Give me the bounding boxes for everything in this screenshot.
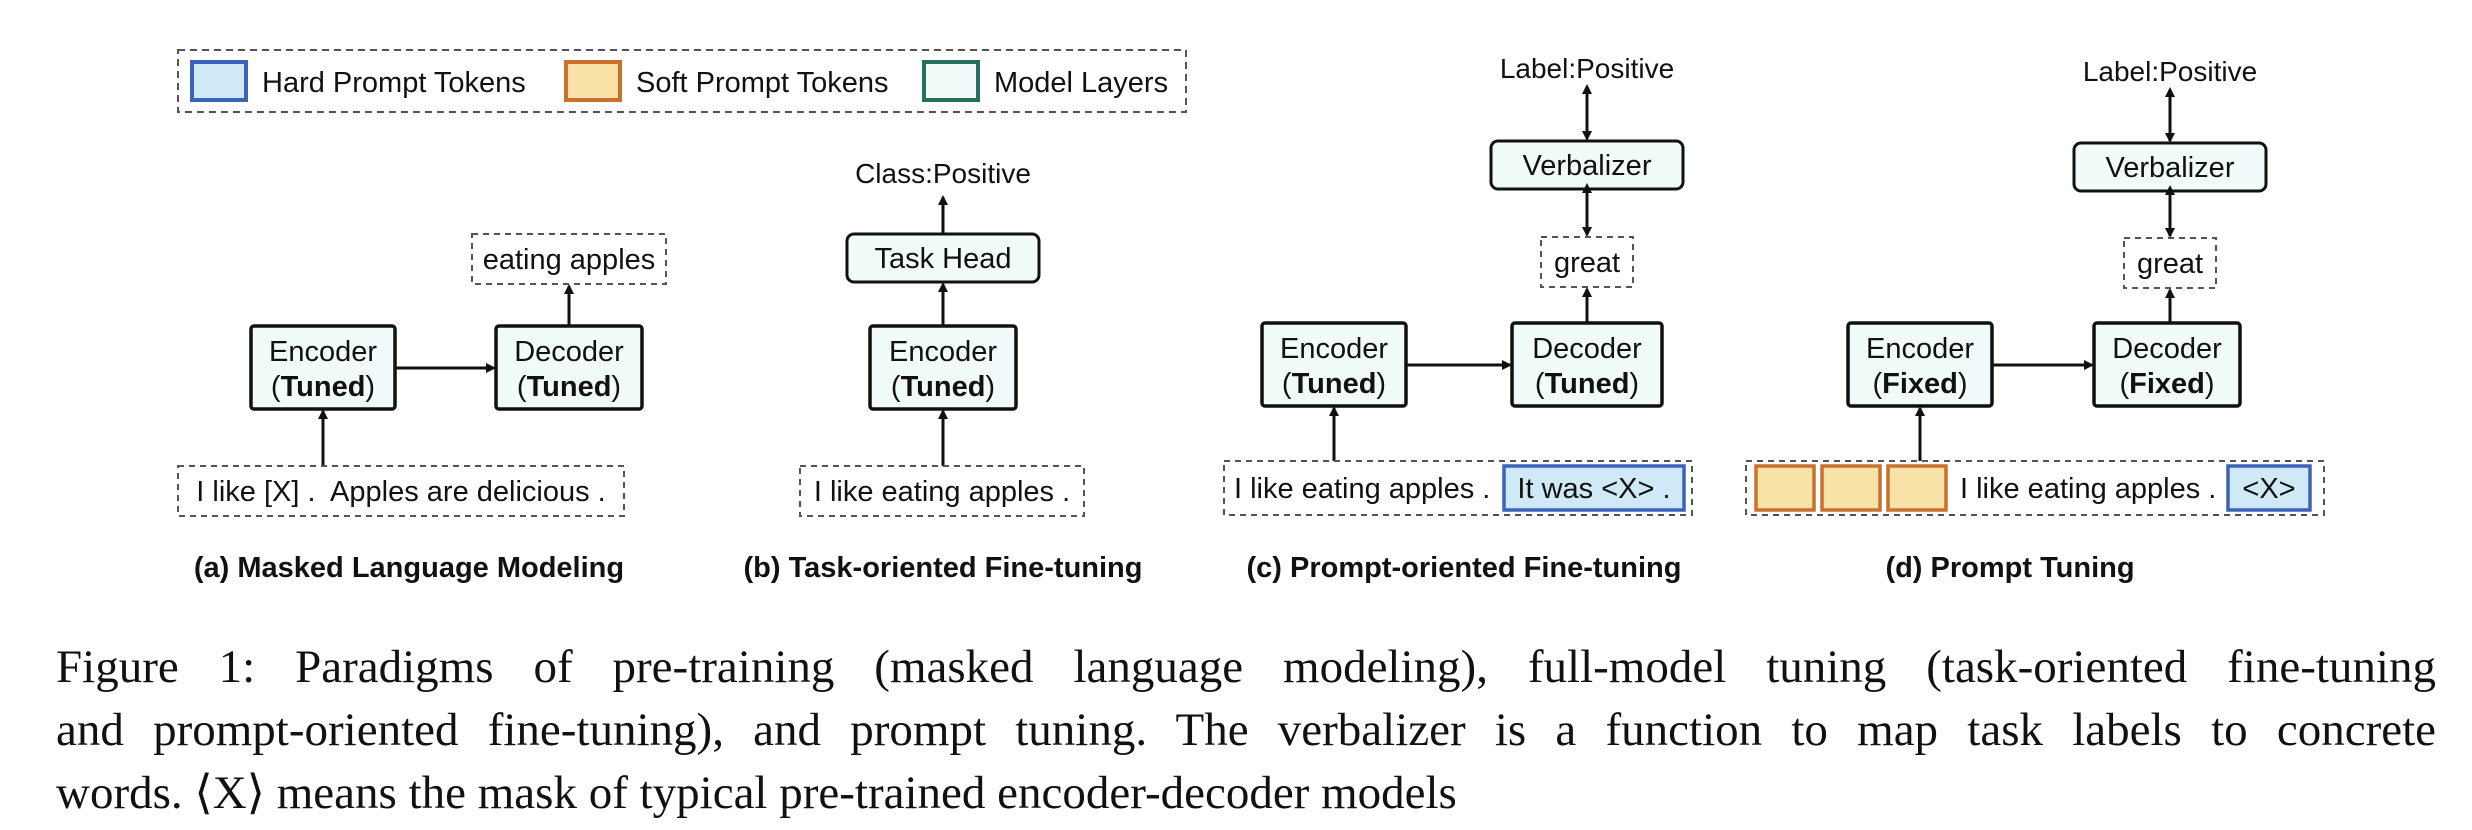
label-output: Label:Positive (1500, 53, 1674, 84)
input-box (799, 465, 1085, 517)
hard-prompt-swatch (190, 60, 248, 102)
output-text: eating apples (483, 244, 656, 276)
encoder-state: (Fixed) (1872, 368, 1967, 400)
decoder-label: Decoder (2112, 333, 2222, 365)
task-head-label: Task Head (874, 243, 1011, 275)
input-text: I like eating apples . (1960, 473, 2216, 505)
encoder-state: (Tuned) (891, 371, 995, 403)
encoder-label: Encoder (269, 336, 377, 368)
panel-d-title: (d) Prompt Tuning (1885, 552, 2134, 584)
word-text: great (1554, 247, 1620, 279)
legend-layers-label: Model Layers (994, 67, 1168, 99)
model-layers-swatch (922, 60, 980, 102)
soft-prompt-swatch (564, 60, 622, 102)
legend-hard-label: Hard Prompt Tokens (262, 67, 526, 99)
input-box (1745, 460, 2325, 516)
soft-prompt-token (1820, 464, 1882, 512)
legend: Hard Prompt Tokens Soft Prompt Tokens Mo… (177, 49, 1187, 113)
verbalizer-label: Verbalizer (2106, 152, 2235, 184)
mask-token-text: <X> (2242, 473, 2295, 505)
figure-diagram: Hard Prompt Tokens Soft Prompt Tokens Mo… (177, 49, 2325, 584)
encoder-label: Encoder (1866, 333, 1974, 365)
hard-prompt-token (2226, 464, 2312, 512)
encoder-label: Encoder (889, 336, 997, 368)
panel-d: Label:Positive Verbalizer great Encoder … (1745, 56, 2325, 584)
figure-caption: Figure 1: Paradigms of pre-training (mas… (56, 636, 2436, 825)
decoder-label: Decoder (514, 336, 624, 368)
decoder-block (1510, 321, 1664, 408)
panel-b: Class:Positive Task Head Encoder (Tuned)… (744, 158, 1143, 584)
encoder-label: Encoder (1280, 333, 1388, 365)
label-output: Label:Positive (2083, 56, 2257, 87)
decoder-state: (Tuned) (1535, 368, 1639, 400)
encoder-state: (Tuned) (1282, 368, 1386, 400)
input-text: I like [X] . Apples are delicious . (196, 476, 605, 508)
decoder-state: (Fixed) (2119, 368, 2214, 400)
panel-a-title: (a) Masked Language Modeling (194, 552, 624, 584)
class-output: Class:Positive (855, 158, 1031, 189)
caption-line-1: Figure 1: Paradigms of pre-training (mas… (56, 641, 2436, 693)
encoder-state: (Tuned) (271, 371, 375, 403)
verbalizer-label: Verbalizer (1523, 150, 1652, 182)
soft-prompt-token (1754, 464, 1816, 512)
hard-prompt-text: It was <X> . (1517, 473, 1670, 505)
soft-prompt-token (1886, 464, 1948, 512)
decoder-state: (Tuned) (517, 371, 621, 403)
caption-line-3: words. ⟨X⟩ means the mask of typical pre… (56, 767, 1457, 819)
caption-line-2: and prompt-oriented fine-tuning), and pr… (56, 704, 2436, 756)
decoder-block (2092, 321, 2242, 408)
word-text: great (2137, 248, 2203, 280)
panel-a: eating apples Encoder (Tuned) Decoder (T… (177, 233, 667, 584)
panel-c: Label:Positive Verbalizer great Encoder … (1223, 53, 1693, 584)
input-text: I like eating apples . (814, 476, 1070, 508)
input-box (177, 465, 625, 517)
panel-c-title: (c) Prompt-oriented Fine-tuning (1247, 552, 1682, 584)
panel-b-title: (b) Task-oriented Fine-tuning (744, 552, 1143, 584)
decoder-label: Decoder (1532, 333, 1642, 365)
input-text: I like eating apples . (1234, 473, 1490, 505)
legend-soft-label: Soft Prompt Tokens (636, 67, 889, 99)
hard-prompt-token (1502, 464, 1686, 512)
input-box (1223, 460, 1693, 516)
